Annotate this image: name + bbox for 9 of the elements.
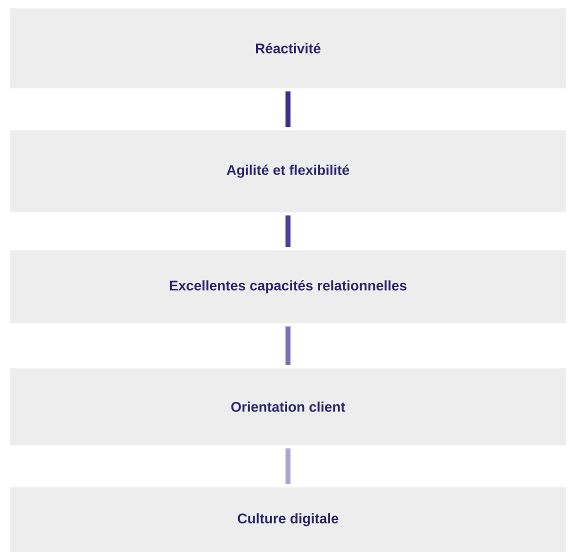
connector-line xyxy=(286,448,290,484)
text-box: Orientation client xyxy=(10,368,566,446)
connector-line xyxy=(286,326,290,365)
text-box: Culture digitale xyxy=(10,487,566,552)
text-box: Agilité et flexibilité xyxy=(10,130,566,212)
connector-line xyxy=(286,215,290,247)
connector-line xyxy=(286,91,290,127)
text-box: Réactivité xyxy=(10,8,566,88)
text-box: Excellentes capacités relationnelles xyxy=(10,250,566,324)
